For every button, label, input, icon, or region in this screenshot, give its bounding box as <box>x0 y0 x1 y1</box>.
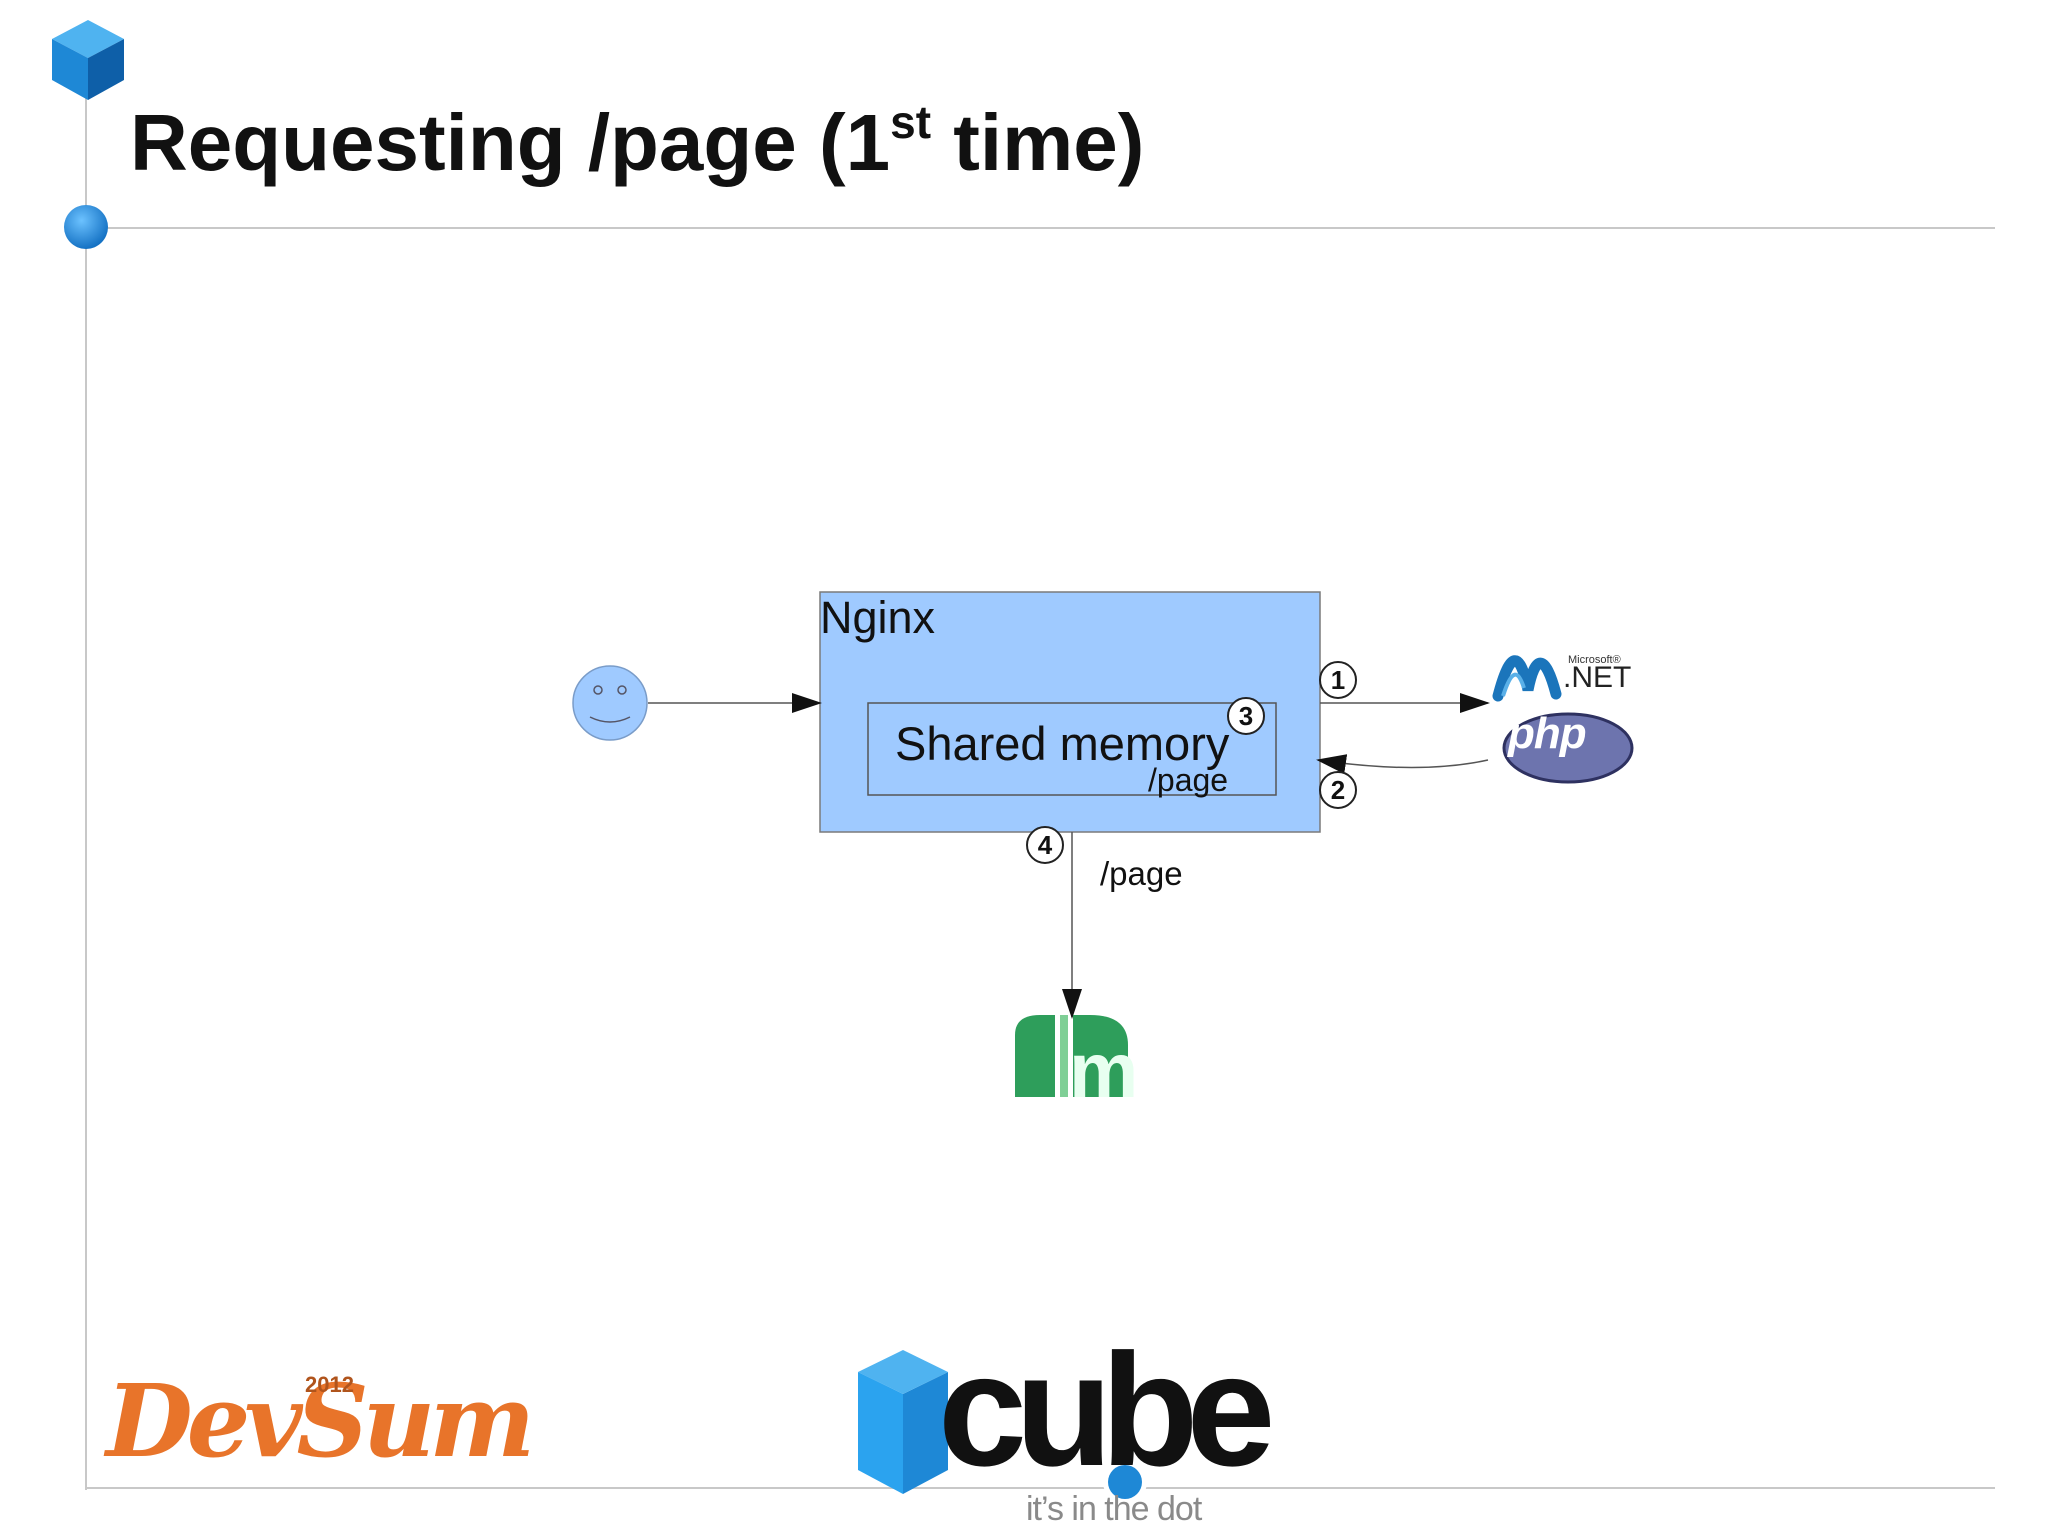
cube-icon <box>52 20 124 100</box>
step-4: 4 <box>1026 826 1064 864</box>
cube-wordmark: cube <box>938 1320 1275 1499</box>
cube-dot-icon <box>1103 1460 1147 1504</box>
title-main: Requesting /page (1 <box>130 98 891 187</box>
slide-title: Requesting /page (1st time) <box>130 95 1144 189</box>
step-3: 3 <box>1227 697 1265 735</box>
php-logo-icon <box>1502 712 1634 784</box>
flow-label-page: /page <box>1100 855 1183 892</box>
cube-tagline: it’s in the dot <box>1026 1490 1202 1528</box>
shared-memory-box <box>867 702 1277 796</box>
memcached-logo-icon: m <box>1015 1015 1138 1114</box>
dotnet-label: .NET <box>1563 661 1632 694</box>
devsum-year: 2012 <box>305 1372 354 1397</box>
user-face-icon <box>572 665 648 741</box>
dotnet-logo-icon <box>1492 655 1562 702</box>
dotnet-microsoft-label: Microsoft® <box>1568 654 1621 666</box>
nginx-label: Nginx <box>820 592 936 643</box>
title-superscript: st <box>890 96 932 148</box>
bullet-dot-icon <box>64 205 108 249</box>
shared-memory-label: Shared memory <box>895 717 1230 770</box>
shared-memory-sublabel: /page <box>1148 762 1229 798</box>
step-1: 1 <box>1319 661 1357 699</box>
php-label: php <box>1508 709 1587 758</box>
step-2: 2 <box>1319 771 1357 809</box>
devsum-logo: DevSum <box>106 1362 535 1480</box>
title-end: time) <box>931 98 1145 187</box>
cube-logo-icon <box>858 1350 948 1494</box>
svg-text:m: m <box>1069 1026 1138 1114</box>
arrow-backend-to-nginx <box>1316 754 1489 774</box>
